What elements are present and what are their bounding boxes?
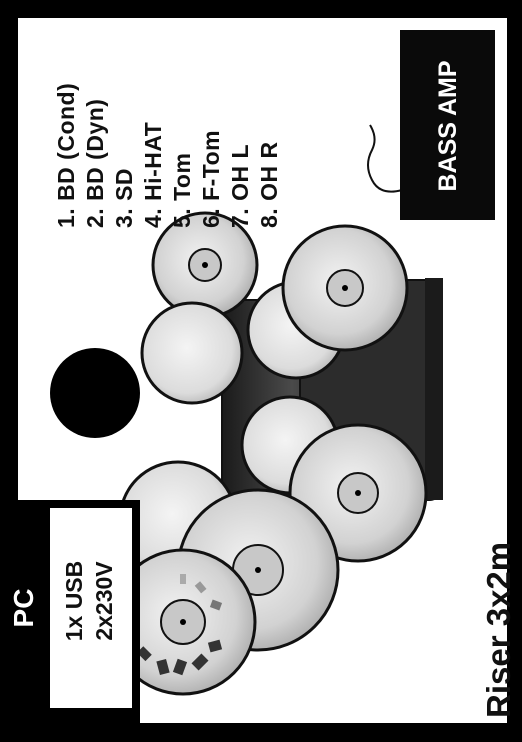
pc-power-label: 2x230V [89, 541, 119, 661]
large-cymbal-center [255, 567, 261, 573]
pc-label: PC [6, 558, 42, 658]
channel-item: 6. F-Tom [195, 18, 227, 228]
hi-hat-center [202, 262, 208, 268]
ride-small-center [342, 285, 348, 291]
channel-item: 8. OH R [253, 18, 285, 228]
bass-amp-label: BASS AMP [428, 56, 468, 196]
channel-item: 5. Tom [166, 18, 198, 228]
channel-item: 1. BD (Cond) [50, 18, 82, 228]
snare-drum [142, 303, 242, 403]
pc-usb-label: 1x USB [59, 541, 89, 661]
channel-item: 2. BD (Dyn) [79, 18, 111, 228]
drum-throne [50, 348, 140, 438]
amp-cable [368, 125, 402, 192]
china-cymbal-center [180, 619, 186, 625]
channel-item: 3. SD [108, 18, 140, 228]
crash-right-center [355, 490, 361, 496]
channel-item: 4. Hi-HAT [137, 18, 169, 228]
riser-size-label: Riser 3x2m [478, 528, 520, 718]
channel-item: 7. OH L [224, 18, 256, 228]
